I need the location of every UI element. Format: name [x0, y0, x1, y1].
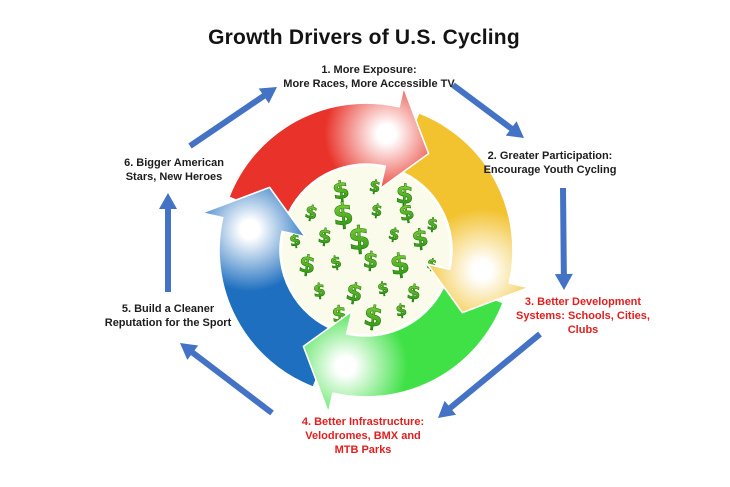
step-label-2: 2. Greater Participation: Encourage Yout… — [483, 150, 617, 176]
arrow-step3-to-step4 — [447, 331, 542, 411]
dollar-sign-icon: $ — [317, 223, 333, 248]
dollar-sign-icon: $ — [303, 201, 320, 224]
step-label-5: 5. Build a Cleaner Reputation for the Sp… — [104, 303, 232, 329]
dollar-sign-icon: $ — [397, 200, 417, 228]
arrowhead-step5-to-step6 — [159, 193, 177, 209]
connector-arrows — [159, 82, 573, 418]
dollar-sign-icon: $ — [410, 224, 430, 254]
dollar-sign-icon: $ — [368, 176, 382, 197]
dollar-sign-icon: $ — [328, 252, 343, 273]
arrowhead-step1-to-step2 — [505, 121, 524, 138]
step-label-6: 6. Bigger American Stars, New Heroes — [124, 157, 224, 183]
dollar-sign-icon: $ — [297, 249, 317, 279]
dollar-sign-icon: $ — [361, 299, 385, 334]
diagram-title: Growth Drivers of U.S. Cycling — [208, 26, 520, 49]
cycle-ring — [202, 86, 530, 414]
arrow-step4-to-step5 — [190, 349, 274, 416]
yellow-segment — [396, 112, 530, 314]
blue-segment-arrowhead — [203, 186, 306, 237]
arrow-step2-to-step3 — [560, 187, 567, 276]
dollar-sign-icon: $ — [344, 277, 365, 307]
dollar-sign-icon: $ — [394, 300, 408, 320]
dollar-sign-icon: $ — [376, 278, 390, 299]
red-segment — [228, 86, 430, 220]
dollar-sign-icon: $ — [347, 218, 372, 257]
step-label-4: 4. Better Infrastructure: Velodromes, BM… — [301, 416, 425, 456]
arrowhead-step4-to-step5 — [180, 343, 199, 360]
dollar-sign-icon: $ — [387, 224, 402, 245]
dollar-sign-icon: $ — [426, 214, 439, 234]
step-label-3: 3. Better Development Systems: Schools, … — [516, 296, 650, 336]
dollar-sign-icon: $ — [331, 175, 351, 205]
dollar-sign-icon: $ — [312, 280, 327, 302]
arrowhead-step6-to-step1 — [258, 87, 277, 104]
arrowhead-step2-to-step3 — [554, 273, 573, 290]
dollar-sign-icon: $ — [394, 180, 414, 211]
green-segment — [302, 280, 504, 414]
dollar-hub: $$$$$$$$$$$$$$$$$$$$$$$$$ — [282, 166, 450, 334]
dollar-sign-icon: $ — [370, 200, 384, 220]
arrow-step1-to-step2 — [451, 82, 514, 132]
dollar-sign-icon: $ — [406, 279, 422, 304]
dollar-sign-icon: $ — [362, 248, 379, 274]
arrowhead-step3-to-step4 — [438, 400, 457, 418]
step-label-1: 1. More Exposure: More Races, More Acces… — [283, 64, 455, 90]
dollar-sign-icon: $ — [388, 247, 412, 282]
dollar-sign-icon: $ — [331, 197, 355, 234]
arrow-step6-to-step1 — [188, 92, 267, 149]
